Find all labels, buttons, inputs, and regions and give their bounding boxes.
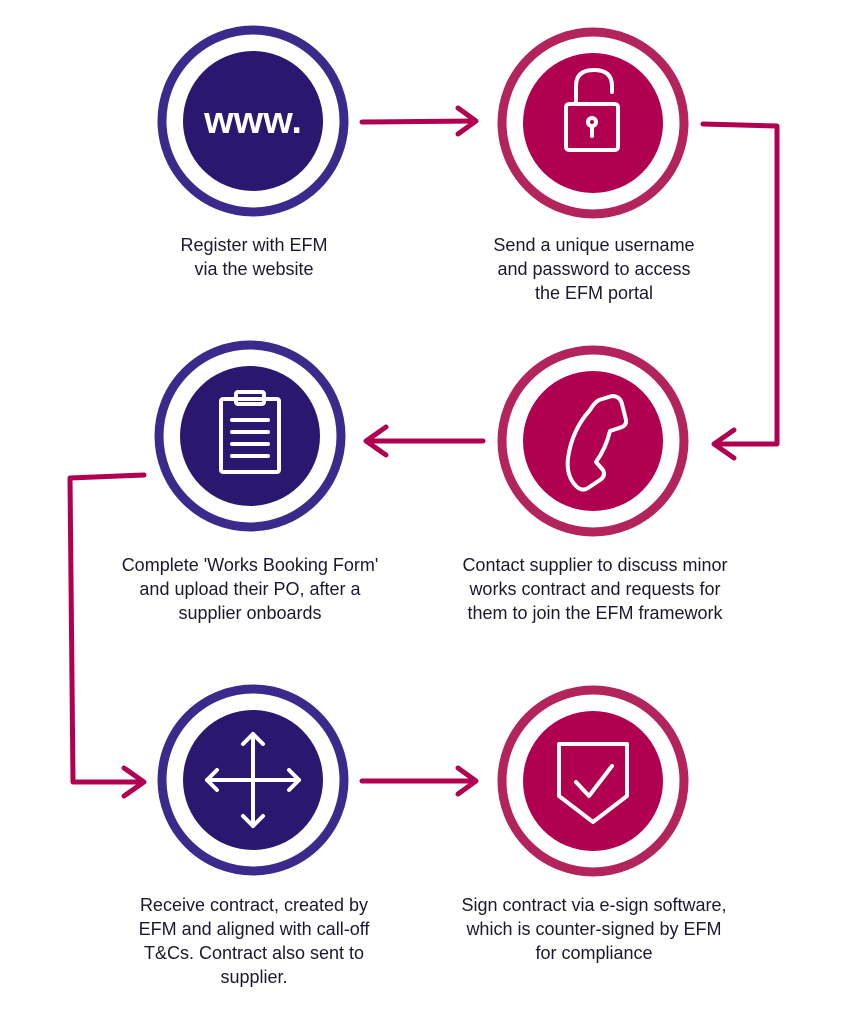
- clipboard-icon: [219, 390, 281, 474]
- arrow-step1-to-step2: [359, 105, 479, 137]
- step-3-node: [497, 345, 689, 537]
- move-arrows-icon: [205, 732, 301, 828]
- www-icon-text: www.: [203, 100, 302, 142]
- step-1-node: www.: [157, 25, 349, 217]
- step-2-node: [497, 27, 689, 219]
- step-5-node: [157, 684, 349, 876]
- step-4-label: Complete 'Works Booking Form' and upload…: [121, 555, 379, 623]
- arrow-step4-to-step5: [67, 472, 147, 799]
- arrow-step5-to-step6: [359, 765, 479, 797]
- phone-icon: [565, 394, 629, 492]
- connectors: [67, 105, 780, 799]
- www-icon: www.: [203, 100, 302, 142]
- arrow-step3-to-step4: [363, 424, 486, 458]
- step-4-node: [154, 340, 346, 532]
- step-6-label: Sign contract via e-sign software, which…: [461, 895, 727, 963]
- step-6-node: [497, 685, 689, 877]
- arrow-step2-to-step3: [700, 121, 780, 461]
- step-5-label: Receive contract, created by EFM and ali…: [138, 895, 370, 987]
- step-3-label: Contact supplier to discuss minor works …: [462, 555, 728, 623]
- unlocked-padlock-icon: [564, 68, 620, 152]
- shield-check-icon: [557, 742, 629, 824]
- step-2-label: Send a unique username and password to a…: [493, 235, 695, 303]
- step-1-label: Register with EFM via the website: [180, 235, 328, 279]
